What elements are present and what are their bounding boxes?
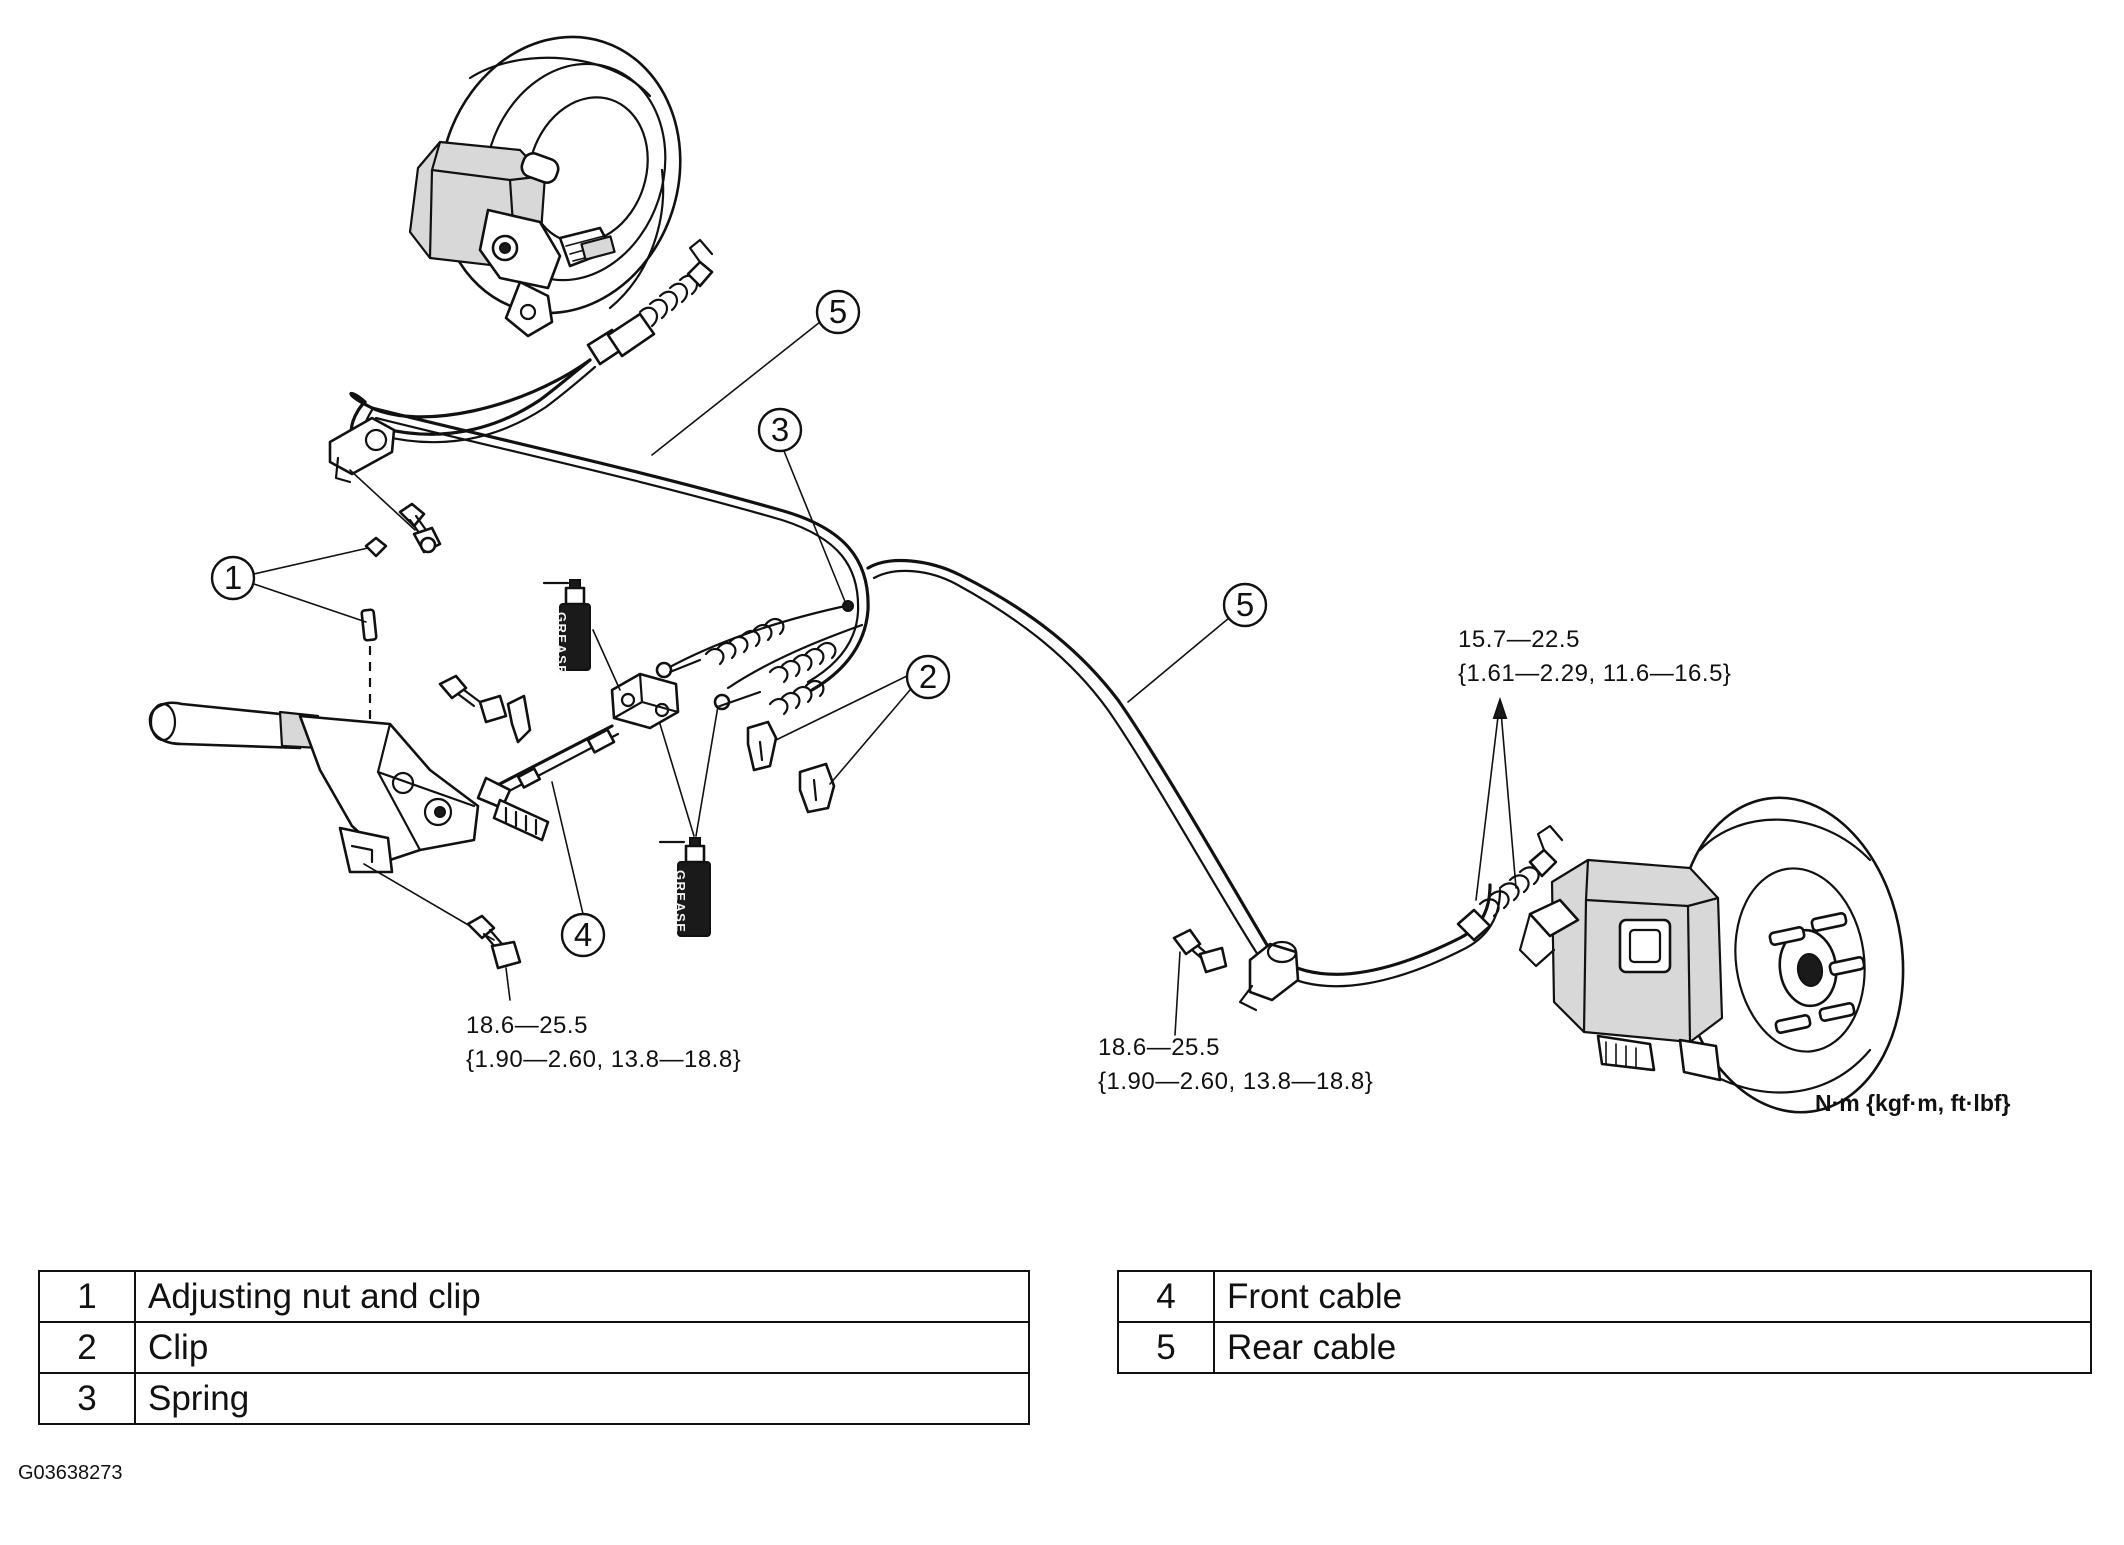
right-cable-spring — [1456, 824, 1564, 942]
legend-label: Spring — [134, 1372, 1030, 1425]
bracket-bolt-upper — [398, 502, 442, 554]
torque-caliper-units-alt: {1.61—2.29, 11.6—16.5} — [1458, 660, 1732, 687]
bracket-bolt-right — [1172, 928, 1228, 974]
legend-number: 5 — [1117, 1321, 1215, 1374]
legend-row: 4 Front cable — [1117, 1270, 2092, 1323]
leader-arrowheads — [1492, 696, 1508, 719]
torque-bracket-value: 18.6—25.5 — [1098, 1034, 1220, 1061]
callout-circles — [210, 289, 1268, 958]
rear-cable — [370, 406, 1502, 988]
left-cable-bracket — [328, 358, 592, 554]
legend-label: Clip — [134, 1321, 1030, 1374]
cable-clips — [746, 720, 836, 814]
upper-brake-caliper — [408, 140, 616, 338]
legend-row: 5 Rear cable — [1117, 1321, 2092, 1374]
torque-lever-value: 18.6—25.5 — [466, 1012, 588, 1039]
right-brake-disc — [1675, 796, 1905, 1114]
callout-5-upper: 5 — [828, 293, 848, 330]
torque-lever-units-alt: {1.90—2.60, 13.8—18.8} — [466, 1046, 742, 1073]
legend-label: Adjusting nut and clip — [134, 1270, 1030, 1323]
parts-legend-left: 1 Adjusting nut and clip 2 Clip 3 Spring — [38, 1270, 1030, 1425]
cable-equalizer — [610, 672, 680, 730]
callout-1: 1 — [223, 559, 243, 596]
callout-2: 2 — [918, 658, 938, 695]
callout-4: 4 — [573, 916, 593, 953]
leader-lines — [253, 321, 1517, 1036]
callout-5-middle: 5 — [1235, 586, 1255, 623]
grease-label-upper: GREASE — [554, 612, 569, 676]
legend-row: 2 Clip — [38, 1321, 1030, 1374]
legend-number: 3 — [38, 1372, 136, 1425]
inner-spring-cables — [655, 600, 864, 716]
adjusting-nut-and-clip — [360, 536, 388, 720]
legend-number: 4 — [1117, 1270, 1215, 1323]
upper-cable-end — [368, 238, 714, 444]
grease-can-upper — [542, 579, 621, 691]
grease-label-lower: GREASE — [673, 870, 688, 934]
lever-cable-bolt — [438, 674, 532, 744]
right-brake-caliper — [1518, 858, 1724, 1082]
grease-can-lower — [658, 705, 719, 937]
legend-label: Rear cable — [1213, 1321, 2092, 1374]
torque-caliper-value: 15.7—22.5 — [1458, 626, 1580, 653]
figure-code: G03638273 — [18, 1462, 123, 1484]
right-cable-bracket — [1172, 928, 1300, 1012]
units-label: N·m {kgf·m, ft·lbf} — [1815, 1090, 2011, 1116]
callout-3: 3 — [770, 411, 790, 448]
torque-bracket-units-alt: {1.90—2.60, 13.8—18.8} — [1098, 1068, 1374, 1095]
legend-number: 2 — [38, 1321, 136, 1374]
parts-legend-right: 4 Front cable 5 Rear cable — [1117, 1270, 2092, 1374]
legend-number: 1 — [38, 1270, 136, 1323]
lever-bolt — [466, 914, 522, 970]
parking-brake-lever — [148, 701, 522, 970]
legend-row: 1 Adjusting nut and clip — [38, 1270, 1030, 1323]
legend-row: 3 Spring — [38, 1372, 1030, 1425]
front-cable — [476, 724, 620, 842]
legend-label: Front cable — [1213, 1270, 2092, 1323]
